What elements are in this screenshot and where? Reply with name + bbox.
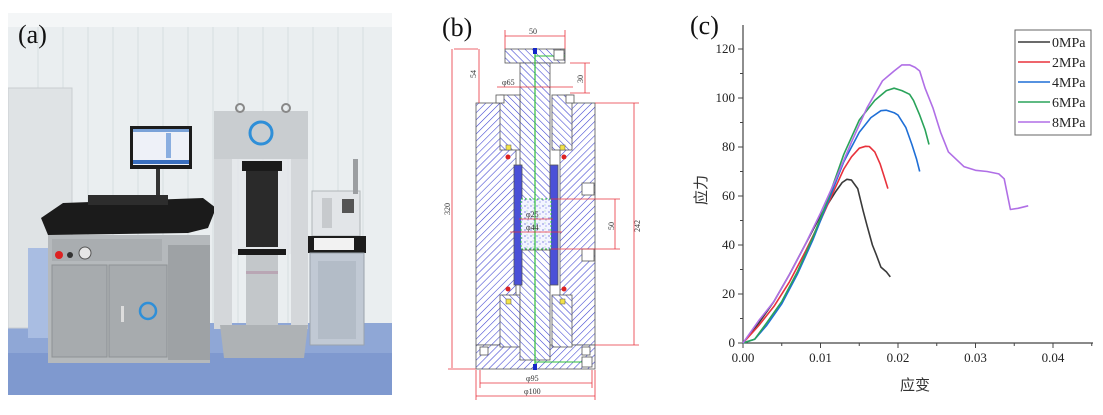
seals <box>505 154 567 292</box>
series-line-2MPa <box>742 145 889 344</box>
rock-sample <box>520 198 552 250</box>
y-tick-label: 120 <box>716 41 736 56</box>
dim-sleeve-diameter: φ44 <box>526 223 539 232</box>
logo-icon <box>138 301 158 321</box>
legend: 0MPa 2MPa 4MPa 6MPa 8MPa <box>1014 29 1092 136</box>
cell-cross-section: (b) <box>442 13 642 400</box>
panel-b-drawing: (b) <box>440 0 670 410</box>
dim-base-outer: φ100 <box>524 387 541 396</box>
x-tick-label: 0.00 <box>732 350 755 365</box>
series-line-4MPa <box>742 109 921 344</box>
dim-top-height: 54 <box>469 70 478 78</box>
x-axis-label: 应变 <box>900 376 930 394</box>
dim-sample-diameter: φ25 <box>526 210 539 219</box>
cell-body <box>475 48 596 370</box>
series-line-6MPa <box>742 87 930 344</box>
y-tick-label: 40 <box>722 237 735 252</box>
panel-c-label: (c) <box>690 11 719 40</box>
x-tick-label: 0.03 <box>964 350 987 365</box>
panel-a-photo: (a) <box>8 13 392 395</box>
logo-icon <box>248 120 274 146</box>
ports <box>479 49 595 368</box>
axes <box>742 25 1093 344</box>
panel-b-label: (b) <box>442 13 472 42</box>
y-tick-label: 100 <box>716 90 736 105</box>
legend-label: 2MPa <box>1052 56 1086 71</box>
legend-label: 8MPa <box>1052 116 1086 131</box>
series-line-8MPa <box>742 64 1029 344</box>
y-tick-label: 0 <box>729 335 736 350</box>
dim-body-height: 242 <box>633 220 642 232</box>
dimension-lines <box>448 30 639 400</box>
series-lines <box>742 64 1029 344</box>
y-axis-label: 应力 <box>692 175 710 205</box>
y-tick-label: 60 <box>722 188 735 203</box>
y-ticks: 0 20 40 60 80 100 120 <box>716 41 743 350</box>
loading-column <box>246 165 278 247</box>
loading-frame-top <box>214 111 308 159</box>
stress-strain-chart: (c) 0.00 0.01 0.02 0.03 0.04 0 20 40 60 80 100 120… <box>690 11 1093 394</box>
dim-cap-height: 30 <box>576 75 585 83</box>
dim-top-width: 50 <box>529 27 537 36</box>
y-tick-label: 80 <box>722 139 735 154</box>
dim-inner-diameter: φ65 <box>502 78 515 87</box>
x-tick-label: 0.02 <box>887 350 910 365</box>
dim-sample-height: 50 <box>607 222 616 230</box>
legend-label: 4MPa <box>1052 76 1086 91</box>
legend-label: 6MPa <box>1052 96 1086 111</box>
panel-a-label: (a) <box>18 20 47 49</box>
pressure-controller <box>311 190 361 237</box>
x-ticks: 0.00 0.01 0.02 0.03 0.04 <box>732 343 1093 365</box>
dim-base-inner: φ95 <box>526 374 539 383</box>
dim-total-height: 320 <box>443 203 452 215</box>
cabinet-top <box>41 198 216 235</box>
x-tick-label: 0.04 <box>1042 350 1065 365</box>
x-tick-label: 0.01 <box>809 350 832 365</box>
panel-c-chart: (c) 0.00 0.01 0.02 0.03 0.04 0 20 40 60 80 100 120… <box>690 0 1103 410</box>
legend-label: 0MPa <box>1052 36 1086 51</box>
y-tick-label: 20 <box>722 286 735 301</box>
apparatus-photo: (a) <box>8 13 392 395</box>
